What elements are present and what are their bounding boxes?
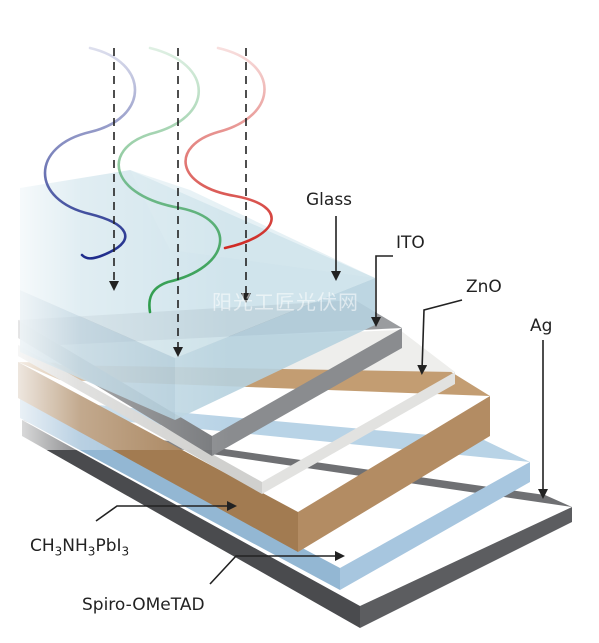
perovskite-label-sub: 3: [121, 544, 130, 559]
perovskite-leader: [95, 501, 237, 522]
ito-side-face: [212, 328, 402, 456]
ito-leader: [371, 255, 393, 327]
perovskite-label: CH3NH3PbI3: [30, 536, 129, 558]
spiro-side-face: [340, 462, 530, 590]
left-fade-overlay: [0, 150, 230, 450]
watermark-text: 阳光工匠光伏网: [212, 290, 359, 314]
ag-front-face: [22, 420, 360, 628]
green-light-wave: [117, 46, 222, 314]
perovskite-label-part: PbI: [95, 536, 122, 556]
blue-light-wave: [43, 46, 137, 260]
perovskite-label-part: CH: [30, 536, 55, 556]
perovskite-label-sub: 3: [54, 544, 63, 559]
label-leaders: [95, 216, 548, 585]
ag-label: Ag: [530, 316, 553, 336]
spiro-label: Spiro-OMeTAD: [82, 595, 205, 615]
perovskite-label-sub: 3: [87, 544, 96, 559]
zno-leader: [417, 299, 463, 375]
zno-side-face: [262, 372, 455, 494]
perovskite-side-face: [298, 396, 490, 552]
spiro-leader: [209, 551, 345, 585]
light-waves: [43, 46, 273, 314]
ag-side-face: [360, 507, 572, 628]
glass-label: Glass: [306, 190, 353, 210]
incident-arrows: [109, 48, 251, 357]
zno-label: ZnO: [466, 277, 502, 297]
perovskite-label-part: NH: [62, 536, 88, 556]
ito-label: ITO: [396, 233, 425, 253]
red-light-wave: [184, 46, 273, 250]
